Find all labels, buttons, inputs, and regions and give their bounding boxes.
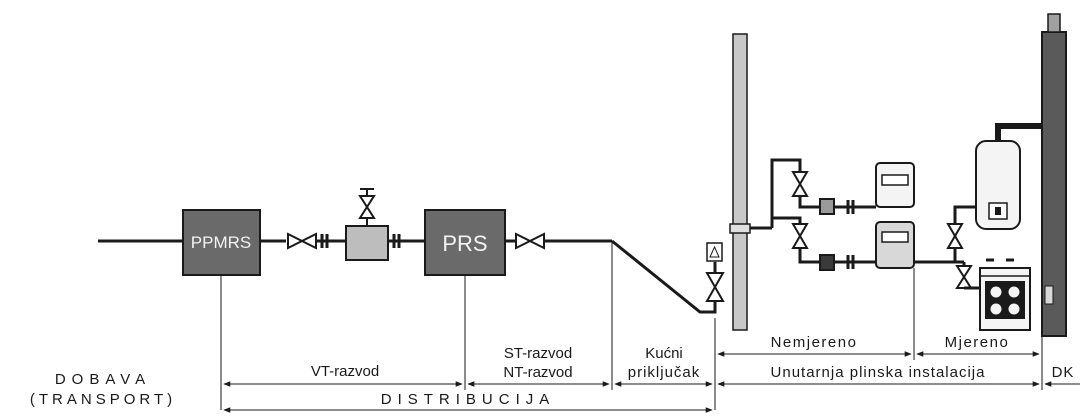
regulator-icon-2 — [819, 254, 835, 271]
service-connection-pipe — [611, 239, 717, 314]
ppmrs-label: PPMRS — [191, 233, 251, 252]
gas-meter-icon-2 — [875, 221, 915, 269]
upper-branch-pipe — [770, 158, 802, 228]
nt-razvod-label: NT-razvod — [503, 364, 572, 381]
kucni-label: Kućni — [645, 345, 683, 362]
nemjereno-label: Nemjereno — [771, 334, 858, 351]
dk-label: DK — [1052, 364, 1075, 381]
cooker-valve-icon — [955, 265, 973, 289]
boiler-valve-icon — [946, 223, 964, 249]
lower-branch-pipe-2 — [798, 248, 820, 264]
gas-cooker-icon — [979, 258, 1031, 331]
vent-valve-icon — [358, 188, 376, 219]
prs-label: PRS — [442, 231, 487, 256]
flue-pipe-inner — [996, 124, 1042, 141]
dobava-label: DOBAVA — [55, 371, 151, 388]
distribucija-label: DISTRIBUCIJA — [381, 391, 556, 408]
regulator-icon — [819, 198, 835, 215]
prs-station: PRS — [424, 209, 506, 276]
flue-pipe — [995, 123, 1042, 141]
mjereno-label: Mjereno — [945, 334, 1010, 351]
lower-branch-pipe — [770, 216, 802, 228]
chimney-icon — [1041, 13, 1067, 337]
boiler-icon — [975, 140, 1021, 230]
shutoff-valve-icon-2 — [515, 232, 545, 250]
gas-riser — [732, 33, 748, 331]
st-razvod-label: ST-razvod — [504, 345, 572, 362]
gas-meter-icon — [875, 162, 915, 208]
prikljucak-label: priključak — [628, 364, 701, 381]
riser-sleeve — [729, 223, 751, 234]
unutarnja-label: Unutarnja plinska instalacija — [771, 364, 986, 381]
transport-label: (TRANSPORT) — [30, 391, 176, 408]
warning-sign-icon — [706, 242, 723, 262]
ppmrs-station: PPMRS — [182, 209, 261, 276]
branch-valve-icon-2 — [791, 223, 809, 249]
branch-valve-icon — [791, 171, 809, 197]
house-valve-icon — [705, 272, 725, 302]
upper-branch-pipe-2 — [798, 196, 820, 209]
shutoff-valve-icon — [287, 232, 317, 250]
vt-razvod-label: VT-razvod — [311, 363, 379, 380]
filter-icon — [345, 225, 389, 261]
